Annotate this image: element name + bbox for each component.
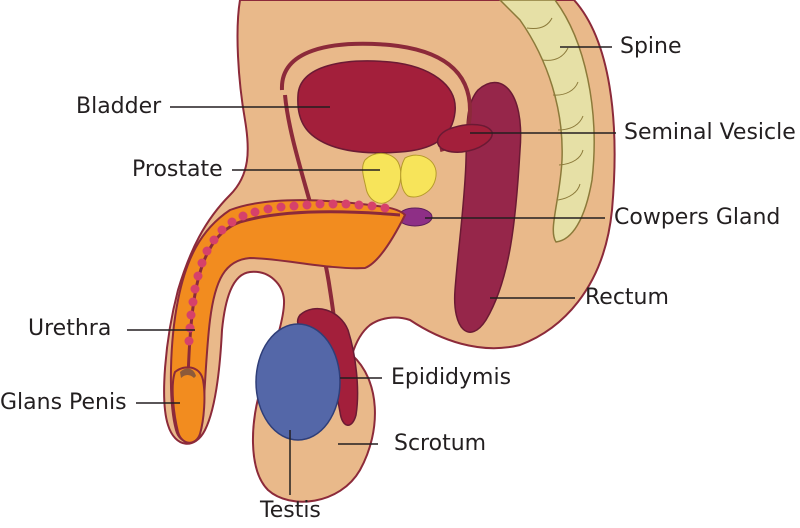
label-cowpers-gland: Cowpers Gland [614, 205, 781, 230]
label-spine: Spine [620, 34, 682, 59]
label-rectum: Rectum [585, 285, 669, 310]
label-scrotum: Scrotum [394, 431, 487, 456]
label-urethra: Urethra [28, 316, 112, 341]
prostate-shape [362, 153, 402, 204]
urethra-beads [184, 199, 390, 346]
label-seminal-vesicle: Seminal Vesicle [624, 120, 796, 145]
label-epididymis: Epididymis [391, 365, 512, 390]
prostate-lobe [400, 154, 437, 198]
label-bladder: Bladder [76, 94, 162, 119]
spine-vertebrae [526, 17, 584, 201]
urethra-path [184, 210, 401, 433]
glans-inner [180, 368, 196, 378]
label-testis: Testis [260, 498, 321, 523]
leader-lines [127, 46, 616, 495]
label-prostate: Prostate [132, 157, 223, 182]
seminal-vesicle-shape [436, 123, 493, 153]
testis-shape [255, 323, 341, 441]
label-glans-penis: Glans Penis [0, 390, 127, 415]
glans-penis-shape [171, 366, 206, 444]
